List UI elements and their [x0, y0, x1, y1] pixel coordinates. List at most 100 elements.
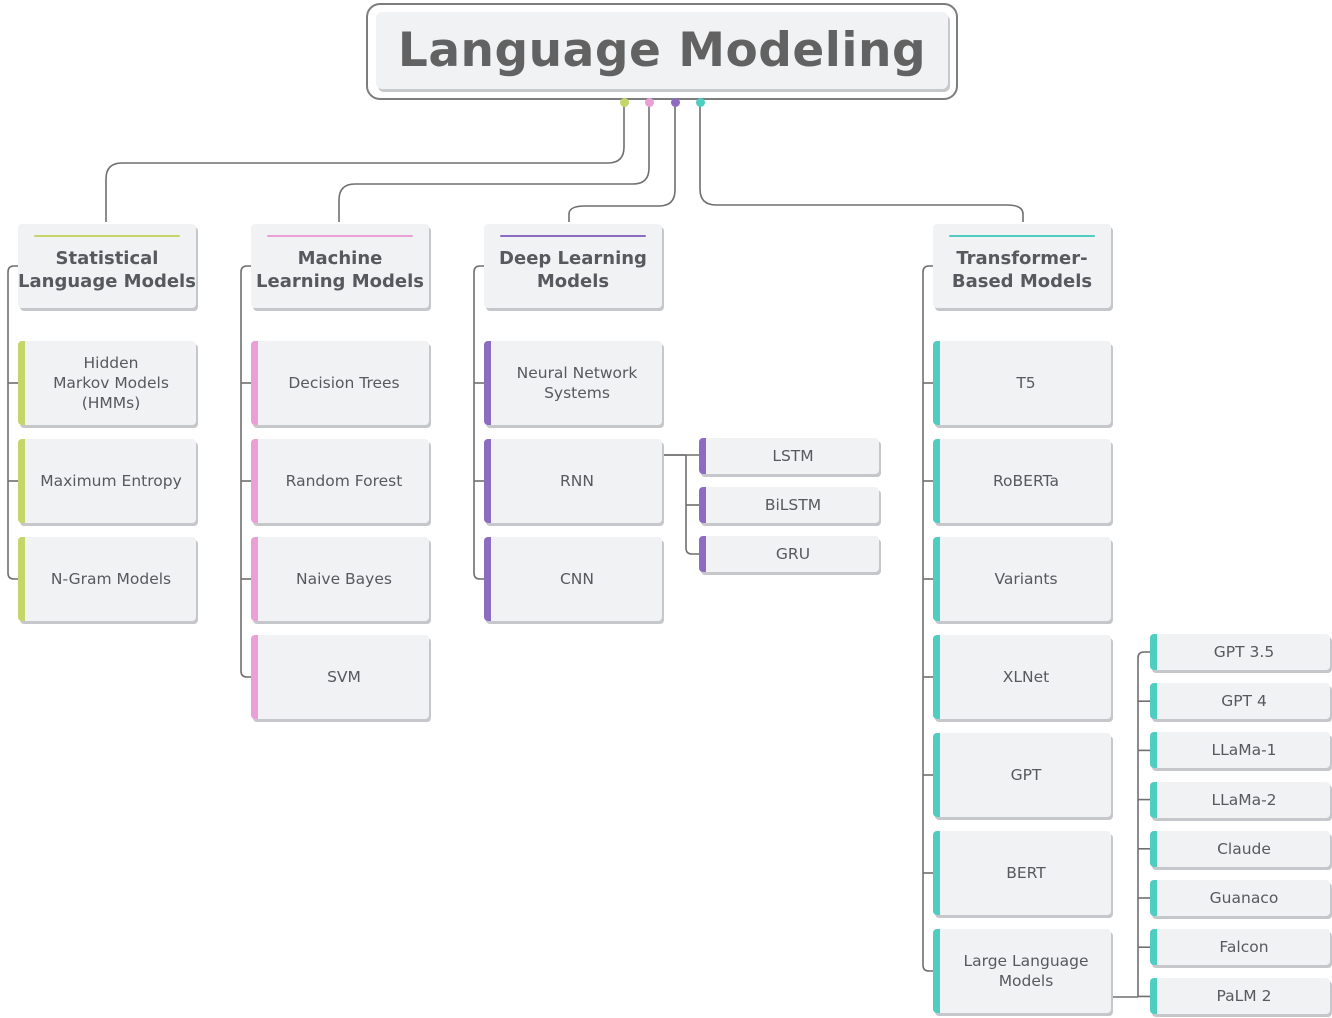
accent-bar: [251, 635, 258, 719]
machine-item-decision-trees: Decision Trees: [251, 341, 429, 425]
accent-bar: [933, 439, 940, 523]
llm-gpt-3-5: GPT 3.5: [1150, 634, 1330, 670]
transformer-connector-dot: [695, 97, 705, 107]
machine-item-random-forest: Random Forest: [251, 439, 429, 523]
machine-bracket: [240, 265, 251, 678]
deep-item-neural-network-systems-label: Neural Network Systems: [516, 364, 638, 402]
statistical-item-maximum-entropy-label: Maximum Entropy: [40, 472, 182, 490]
accent-bar: [1150, 880, 1157, 916]
transformer-item-large-language-models-label: Large Language Models: [963, 952, 1089, 990]
statistical-item-n-gram-models: N-Gram Models: [18, 537, 196, 621]
statistical-connector-dot: [619, 97, 629, 107]
transformer-item-xlnet: XLNet: [933, 635, 1111, 719]
machine-item-svm-label: SVM: [327, 668, 361, 686]
llm-claude-label: Claude: [1217, 839, 1271, 858]
llm-gpt-4: GPT 4: [1150, 683, 1330, 720]
deep-bracket: [473, 265, 484, 580]
rnn-variant-gru: GRU: [699, 536, 879, 572]
accent-bar: [1150, 683, 1157, 720]
connector-title-deep: [568, 102, 676, 222]
transformer-item-variants: Variants: [933, 537, 1111, 621]
accent-bar: [484, 439, 491, 523]
accent-bar: [251, 537, 258, 621]
rnn-variant-bilstm-label: BiLSTM: [764, 496, 822, 514]
transformer-item-gpt-label: GPT: [1010, 766, 1042, 784]
deep-header-label: Deep Learning Models: [499, 248, 647, 292]
accent-bar: [18, 537, 25, 621]
machine-item-naive-bayes: Naive Bayes: [251, 537, 429, 621]
llm-guanaco: Guanaco: [1150, 880, 1330, 916]
llm-falcon-label: Falcon: [1219, 938, 1269, 957]
accent-bar: [933, 929, 940, 1013]
accent-bar: [1150, 732, 1157, 769]
transformer-header: Transformer- Based Models: [933, 224, 1111, 308]
llm-guanaco-label: Guanaco: [1209, 889, 1279, 907]
accent-bar: [1150, 978, 1157, 1015]
accent-bar: [699, 438, 706, 474]
accent-bar: [1150, 830, 1157, 867]
connector-title-machine: [338, 102, 650, 222]
header-accent-line: [949, 235, 1095, 237]
rnn-variants-bracket: [685, 455, 699, 555]
accent-bar: [933, 341, 940, 425]
accent-bar: [251, 341, 258, 425]
accent-bar: [18, 439, 25, 523]
llm-falcon: Falcon: [1150, 929, 1330, 966]
transformer-item-bert: BERT: [933, 831, 1111, 915]
machine-item-decision-trees-label: Decision Trees: [288, 374, 400, 392]
deep-header: Deep Learning Models: [484, 224, 662, 308]
machine-item-random-forest-label: Random Forest: [285, 472, 403, 490]
transformer-item-t5-label: T5: [1016, 374, 1036, 392]
statistical-item-hidden-markov-models-hmms-label: Hidden Markov Models (HMMs): [53, 354, 169, 412]
statistical-header: Statistical Language Models: [18, 224, 196, 308]
transformer-item-variants-label: Variants: [994, 570, 1058, 588]
transformer-item-bert-label: BERT: [1006, 864, 1046, 882]
llm-gpt-3-5-label: GPT 3.5: [1213, 643, 1275, 661]
statistical-bracket: [7, 265, 18, 580]
connector-title-statistical: [105, 102, 625, 222]
machine-header-label: Machine Learning Models: [256, 248, 424, 292]
llm-llama-2: LLaMa-2: [1150, 781, 1330, 818]
machine-item-svm: SVM: [251, 635, 429, 719]
accent-bar: [933, 831, 940, 915]
rnn-variant-gru-label: GRU: [775, 545, 811, 563]
transformer-header-label: Transformer- Based Models: [951, 248, 1093, 292]
llm-llama-2-label: LLaMa-2: [1211, 790, 1277, 809]
deep-item-cnn-label: CNN: [559, 570, 594, 588]
transformer-item-roberta-label: RoBERTa: [992, 472, 1060, 490]
transformer-item-t5: T5: [933, 341, 1111, 425]
rnn-variant-lstm: LSTM: [699, 438, 879, 474]
header-accent-line: [34, 235, 180, 237]
accent-bar: [251, 439, 258, 523]
diagram-title: Language Modeling: [376, 12, 948, 89]
deep-connector-dot: [670, 97, 680, 107]
llm-palm-2-label: PaLM 2: [1216, 987, 1272, 1006]
statistical-header-label: Statistical Language Models: [18, 248, 196, 292]
deep-item-rnn-label: RNN: [560, 472, 594, 490]
llm-claude: Claude: [1150, 830, 1330, 867]
llm-gpt-4-label: GPT 4: [1221, 692, 1267, 711]
accent-bar: [699, 487, 706, 523]
deep-item-cnn: CNN: [484, 537, 662, 621]
header-accent-line: [500, 235, 646, 237]
accent-bar: [1150, 781, 1157, 818]
statistical-item-hidden-markov-models-hmms: Hidden Markov Models (HMMs): [18, 341, 196, 425]
transformer-item-roberta: RoBERTa: [933, 439, 1111, 523]
accent-bar: [933, 537, 940, 621]
rnn-variant-bilstm: BiLSTM: [699, 487, 879, 523]
accent-bar: [699, 536, 706, 572]
accent-bar: [18, 341, 25, 425]
transformer-item-large-language-models: Large Language Models: [933, 929, 1111, 1013]
accent-bar: [933, 635, 940, 719]
accent-bar: [484, 341, 491, 425]
transformer-item-xlnet-label: XLNet: [1002, 668, 1050, 686]
llm-examples-bracket: [1137, 651, 1150, 998]
accent-bar: [484, 537, 491, 621]
statistical-item-maximum-entropy: Maximum Entropy: [18, 439, 196, 523]
accent-bar: [1150, 929, 1157, 966]
machine-header: Machine Learning Models: [251, 224, 429, 308]
machine-connector-dot: [644, 97, 654, 107]
transformer-item-gpt: GPT: [933, 733, 1111, 817]
machine-item-naive-bayes-label: Naive Bayes: [296, 570, 392, 588]
llm-llama-1: LLaMa-1: [1150, 732, 1330, 769]
